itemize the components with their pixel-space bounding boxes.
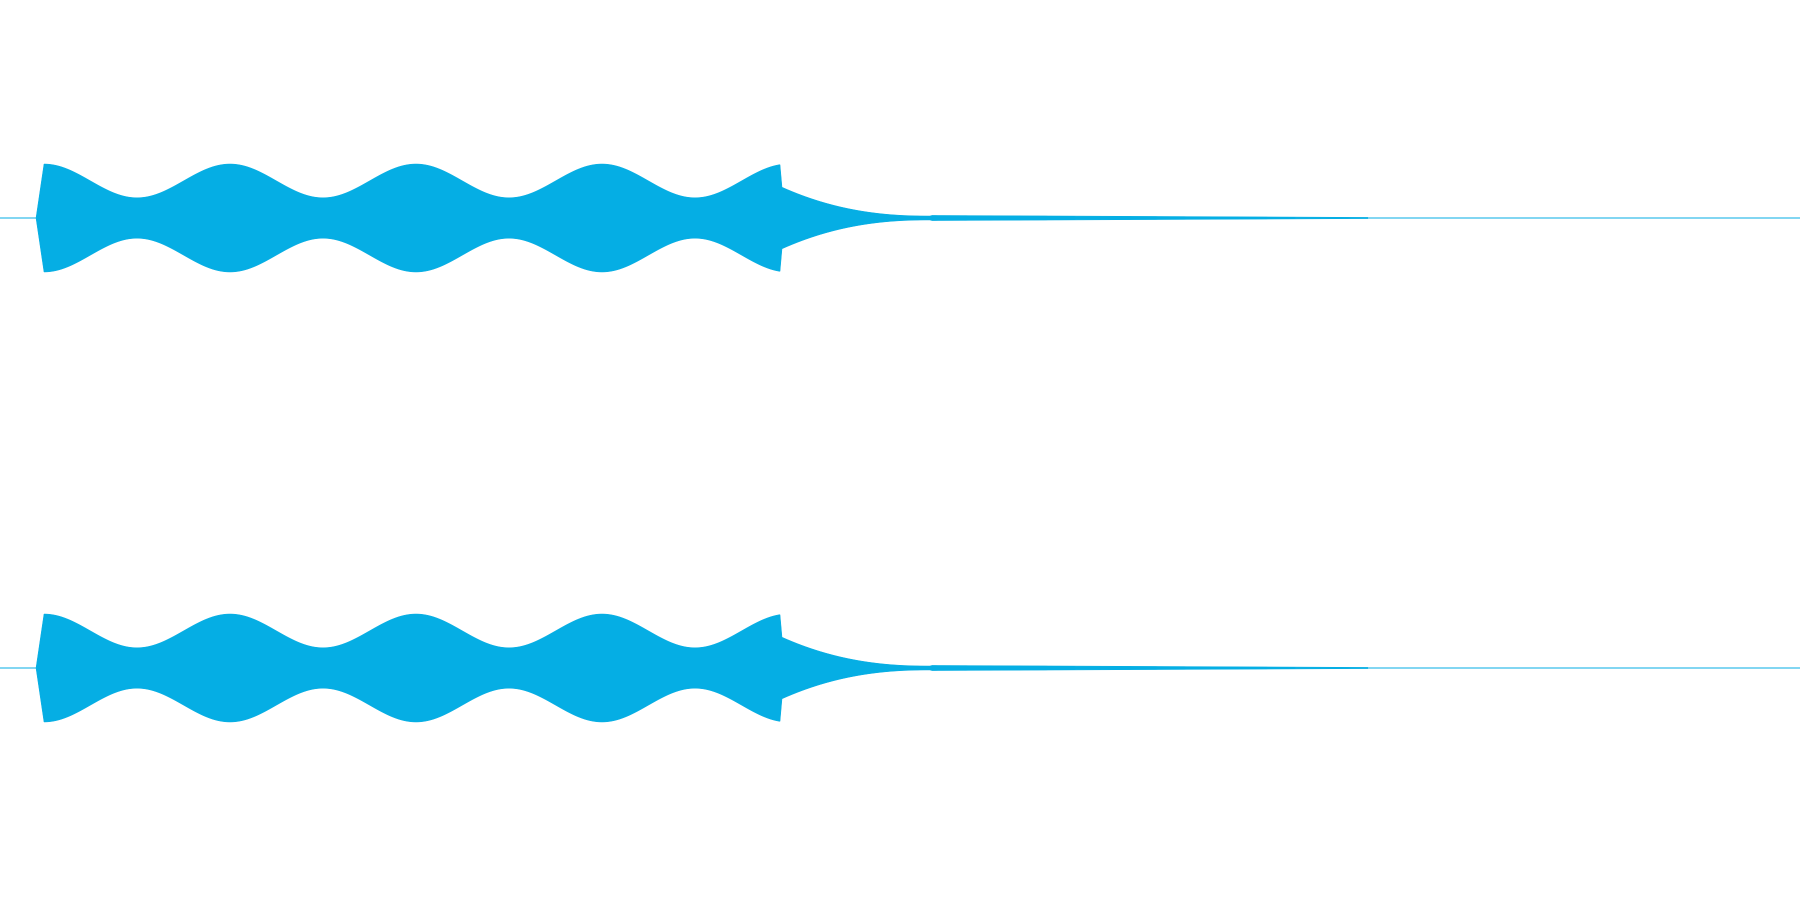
channel-2-waveform [0, 613, 1800, 723]
channel-2-envelope [35, 613, 1369, 723]
waveform-channels [0, 163, 1800, 723]
channel-1-waveform [0, 163, 1800, 273]
channel-1-envelope [35, 163, 1369, 273]
